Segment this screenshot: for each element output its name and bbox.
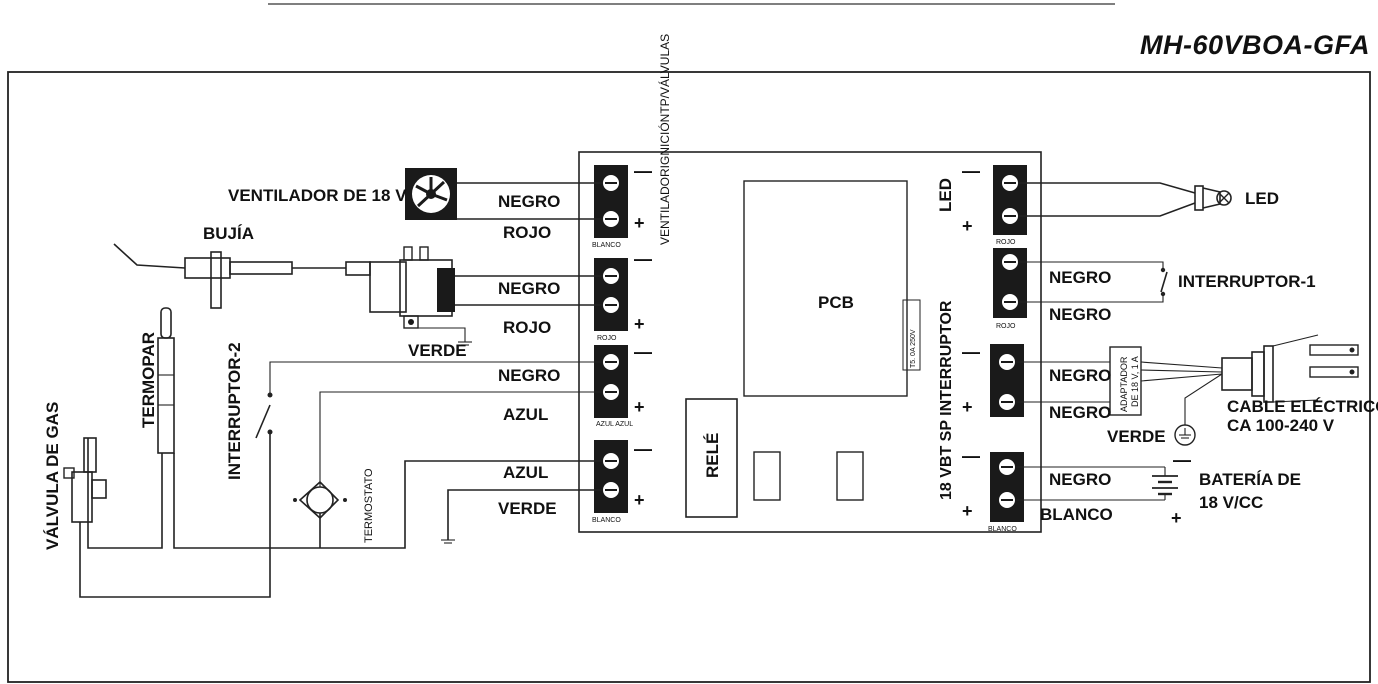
plus-mark: +	[962, 216, 973, 236]
thermostat-icon	[293, 480, 347, 520]
ignition-module-icon	[369, 246, 455, 329]
plus-mark: +	[962, 501, 973, 521]
pcb-label: PCB	[818, 293, 854, 312]
spark-plug-icon	[113, 243, 371, 309]
plus-mark: +	[962, 397, 973, 417]
battery-icon	[1152, 467, 1178, 500]
wire-label: AZUL	[503, 405, 548, 424]
spark-plug-label: BUJÍA	[203, 224, 254, 243]
adapter-label-2: DE 18 V, 1 A	[1130, 356, 1140, 407]
tb2-color: ROJO	[597, 335, 617, 342]
wire-label: NEGRO	[1049, 470, 1111, 489]
right-header-label: 18 VBT SP INTERRUPTOR	[938, 300, 955, 500]
tr2-color: ROJO	[996, 323, 1016, 330]
wire-label: VERDE	[408, 341, 467, 360]
tb1-color: BLANCO	[592, 242, 621, 249]
gas-valve-icon	[63, 437, 107, 523]
switch2-label: INTERRUPTOR-2	[225, 342, 244, 480]
wire-label: NEGRO	[1049, 366, 1111, 385]
thermostat-label: TERMOSTATO	[363, 468, 375, 543]
tr1-color: ROJO	[996, 239, 1016, 246]
led-header-label: LED	[936, 178, 955, 212]
wire-label: VERDE	[1107, 427, 1166, 446]
tb4-color: BLANCO	[592, 517, 621, 524]
minus-mark: —	[634, 249, 652, 269]
minus-mark: —	[1173, 450, 1191, 470]
terminal-block-ignition	[594, 258, 628, 331]
wire-label: NEGRO	[1049, 403, 1111, 422]
terminal-block-led	[993, 165, 1027, 235]
terminal-block-adapter	[990, 344, 1024, 417]
plus-mark: +	[634, 314, 645, 334]
terminal-block-valves	[594, 440, 628, 513]
relay	[685, 398, 738, 518]
minus-mark: —	[634, 161, 652, 181]
wire-label: NEGRO	[1049, 305, 1111, 324]
led-label: LED	[1245, 189, 1279, 208]
fan-label: VENTILADOR DE 18 V	[228, 186, 407, 205]
plus-mark: +	[634, 397, 645, 417]
relay-label: RELÉ	[703, 433, 722, 478]
battery-label-1: BATERÍA DE	[1199, 470, 1301, 489]
battery-label-2: 18 V/CC	[1199, 493, 1263, 512]
switch1-label: INTERRUPTOR-1	[1178, 272, 1316, 291]
minus-mark: —	[962, 446, 980, 466]
plus-mark: +	[634, 490, 645, 510]
relay-contact-1	[753, 451, 781, 501]
wire-label: VERDE	[498, 499, 557, 518]
control-board	[578, 151, 1042, 533]
minus-mark: —	[634, 439, 652, 459]
tr4-color: BLANCO	[988, 526, 1017, 533]
cable-label-2: CA 100-240 V	[1227, 416, 1335, 435]
switch2-lever	[255, 404, 271, 439]
wire-label: BLANCO	[1040, 505, 1113, 524]
left-header-label: VENTILADORIGNICIÓNTP/VÁLVULAS	[657, 34, 672, 245]
tb3-color: AZUL AZUL	[596, 421, 633, 428]
fan-icon	[405, 168, 457, 220]
wire-label: AZUL	[503, 463, 548, 482]
wire-label: NEGRO	[498, 366, 560, 385]
terminal-block-tp	[594, 345, 628, 418]
fuse-label: T5. 0A 250V	[910, 329, 917, 368]
wire-label: NEGRO	[498, 192, 560, 211]
terminal-block-fan	[594, 165, 628, 238]
cable-label-1: CABLE ELÉCTRICO	[1227, 397, 1378, 416]
wire-label: NEGRO	[498, 279, 560, 298]
diagram-frame	[7, 71, 1371, 683]
minus-mark: —	[962, 161, 980, 181]
relay-contact-2	[836, 451, 864, 501]
thermocouple-label: TERMOPAR	[139, 332, 158, 428]
fuse	[902, 299, 921, 371]
gas-valve-label: VÁLVULA DE GAS	[43, 402, 62, 550]
terminal-block-battery	[990, 452, 1024, 522]
pcb-block	[743, 180, 908, 397]
power-plug-icon	[1221, 334, 1359, 403]
terminal-block-switch1	[993, 248, 1027, 318]
thermocouple-icon	[157, 307, 175, 454]
minus-mark: —	[634, 342, 652, 362]
plus-mark: +	[1171, 508, 1182, 528]
led-icon	[1194, 185, 1232, 211]
plus-mark: +	[634, 213, 645, 233]
wire-label: ROJO	[503, 223, 551, 242]
model-number: MH-60VBOA-GFA	[1139, 30, 1370, 60]
wire-label: NEGRO	[1049, 268, 1111, 287]
adapter-label-1: ADAPTADOR	[1119, 356, 1129, 412]
wire-label: ROJO	[503, 318, 551, 337]
ground-icon	[1174, 424, 1196, 446]
minus-mark: —	[962, 342, 980, 362]
switch1-lever	[1160, 271, 1168, 293]
